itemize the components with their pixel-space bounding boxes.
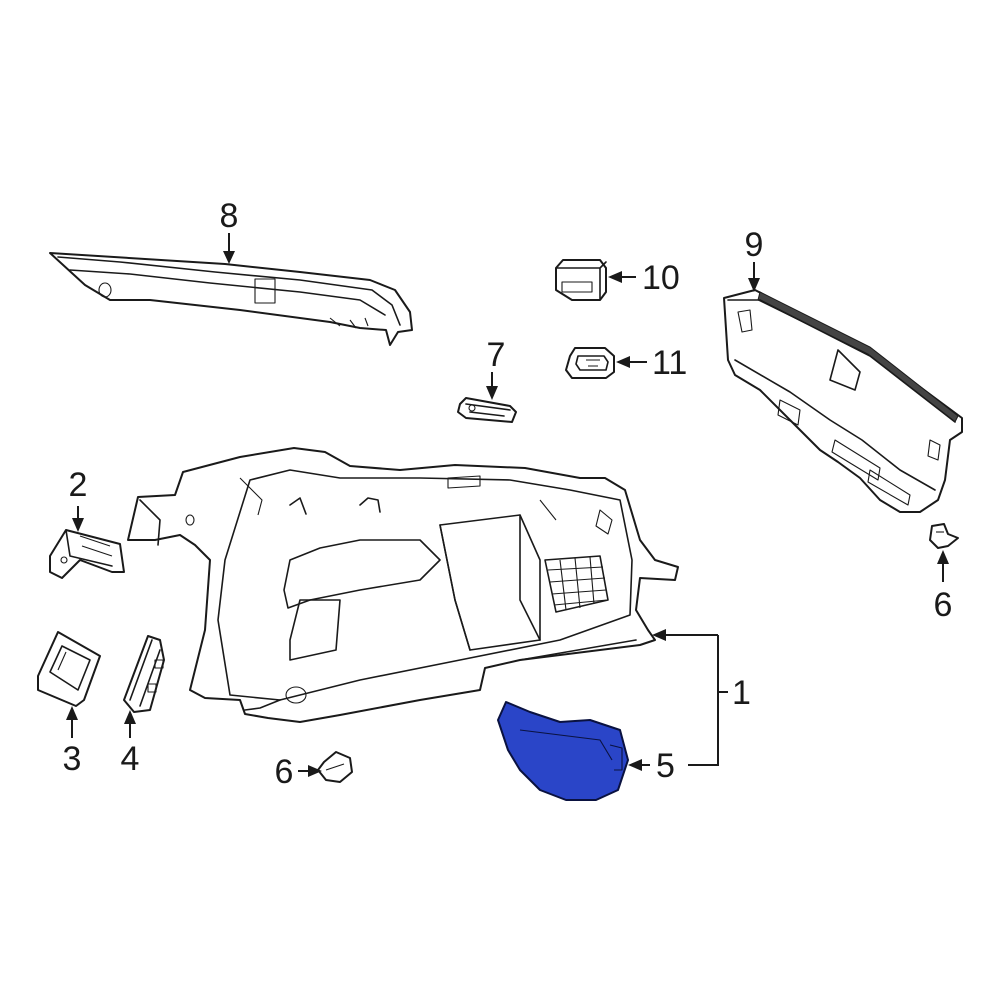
part-10-clip[interactable] [555,259,607,301]
part-8-upper-trim-panel[interactable] [49,252,413,346]
part-9-rear-trim-panel[interactable] [723,289,963,513]
part-2-bracket[interactable] [49,529,125,579]
callout-4: 4 [121,740,140,778]
part-7-bracket[interactable] [457,397,517,423]
callout-8: 8 [220,197,239,235]
callout-1: 1 [732,674,751,712]
callout-7: 7 [487,336,506,374]
part-4-trim-strip[interactable] [123,635,165,713]
callout-labels: 8 10 11 7 9 6 2 3 4 6 1 5 [63,197,953,791]
callout-6-left: 6 [275,753,294,791]
callout-3: 3 [63,740,82,778]
leader-lines [66,233,949,777]
callout-11: 11 [652,344,687,382]
part-6-clip-left[interactable] [317,751,353,783]
callout-5: 5 [656,747,675,785]
callout-2: 2 [69,466,88,504]
callout-9: 9 [745,226,764,264]
callout-10: 10 [642,259,680,297]
part-6-clip-right[interactable] [929,523,959,549]
part-5-highlighted-cover[interactable] [497,701,629,801]
part-3-cover[interactable] [37,631,101,707]
callout-6-right: 6 [934,586,953,624]
part-1-quarter-trim-panel[interactable] [127,447,679,723]
part-11-handle[interactable] [565,347,615,379]
